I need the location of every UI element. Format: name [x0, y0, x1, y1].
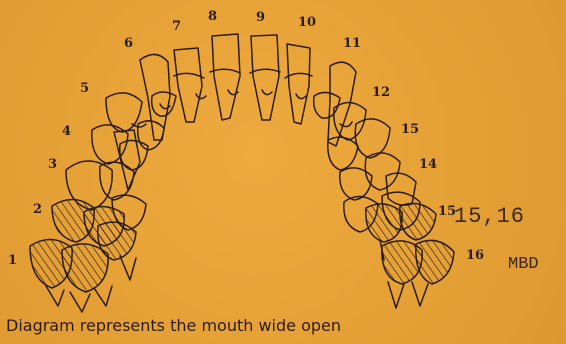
tooth-number-7: 7: [172, 20, 181, 33]
tooth-number-4: 4: [62, 125, 71, 138]
tooth-10: [287, 44, 310, 124]
tooth-2-root: [120, 256, 136, 280]
tooth-11-crown: [314, 92, 340, 118]
tooth-6-crown: [152, 92, 176, 116]
tooth-15-buccal-hatched: [400, 203, 436, 240]
tooth-12-lingual: [328, 137, 358, 170]
tooth-15-upper: [355, 119, 390, 158]
tooth-number-1: 1: [8, 254, 17, 267]
tooth-number-6: 6: [124, 37, 133, 50]
annotation-teeth: 15,16: [454, 206, 525, 228]
tooth-16-root-b: [412, 282, 428, 306]
tooth-number-14: 14: [419, 158, 437, 171]
tooth-number-10: 10: [298, 16, 316, 29]
tooth-15-hatched: [366, 204, 402, 242]
tooth-14-lingual: [340, 168, 372, 200]
tooth-9-edge: [250, 69, 280, 73]
tooth-1-root-c: [94, 286, 112, 306]
tooth-12-mark: [340, 122, 352, 127]
tooth-6: [140, 54, 170, 140]
tooth-number-11: 11: [343, 37, 361, 50]
tooth-number-9: 9: [256, 11, 265, 24]
diagram-caption: Diagram represents the mouth wide open: [6, 318, 341, 334]
tooth-9-mark: [262, 90, 272, 95]
tooth-14-buccal: [386, 173, 416, 205]
tooth-1-lingual-hatched: [62, 244, 108, 292]
tooth-number-8: 8: [208, 10, 217, 23]
tooth-10-mark: [296, 94, 306, 99]
tooth-number-3: 3: [48, 158, 57, 171]
tooth-number-2: 2: [33, 203, 42, 216]
tooth-number-16: 16: [466, 249, 484, 262]
tooth-number-12: 12: [372, 86, 390, 99]
tooth-7: [174, 48, 202, 122]
tooth-7-edge: [174, 73, 204, 78]
tooth-3-lingual: [100, 162, 134, 200]
tooth-9: [251, 35, 279, 120]
annotation-code: MBD: [508, 256, 539, 273]
tooth-16-buccal-hatched: [416, 240, 454, 284]
tooth-4-lingual: [120, 140, 148, 170]
tooth-1-root-b: [70, 292, 90, 312]
tooth-1-root-a: [46, 286, 64, 306]
tooth-16-root-a: [388, 282, 404, 308]
tooth-7-mark: [196, 94, 206, 99]
tooth-8: [212, 34, 240, 120]
tooth-number-15-upper: 15: [401, 123, 419, 136]
tooth-number-5: 5: [80, 82, 89, 95]
tooth-5-lingual: [138, 121, 164, 150]
